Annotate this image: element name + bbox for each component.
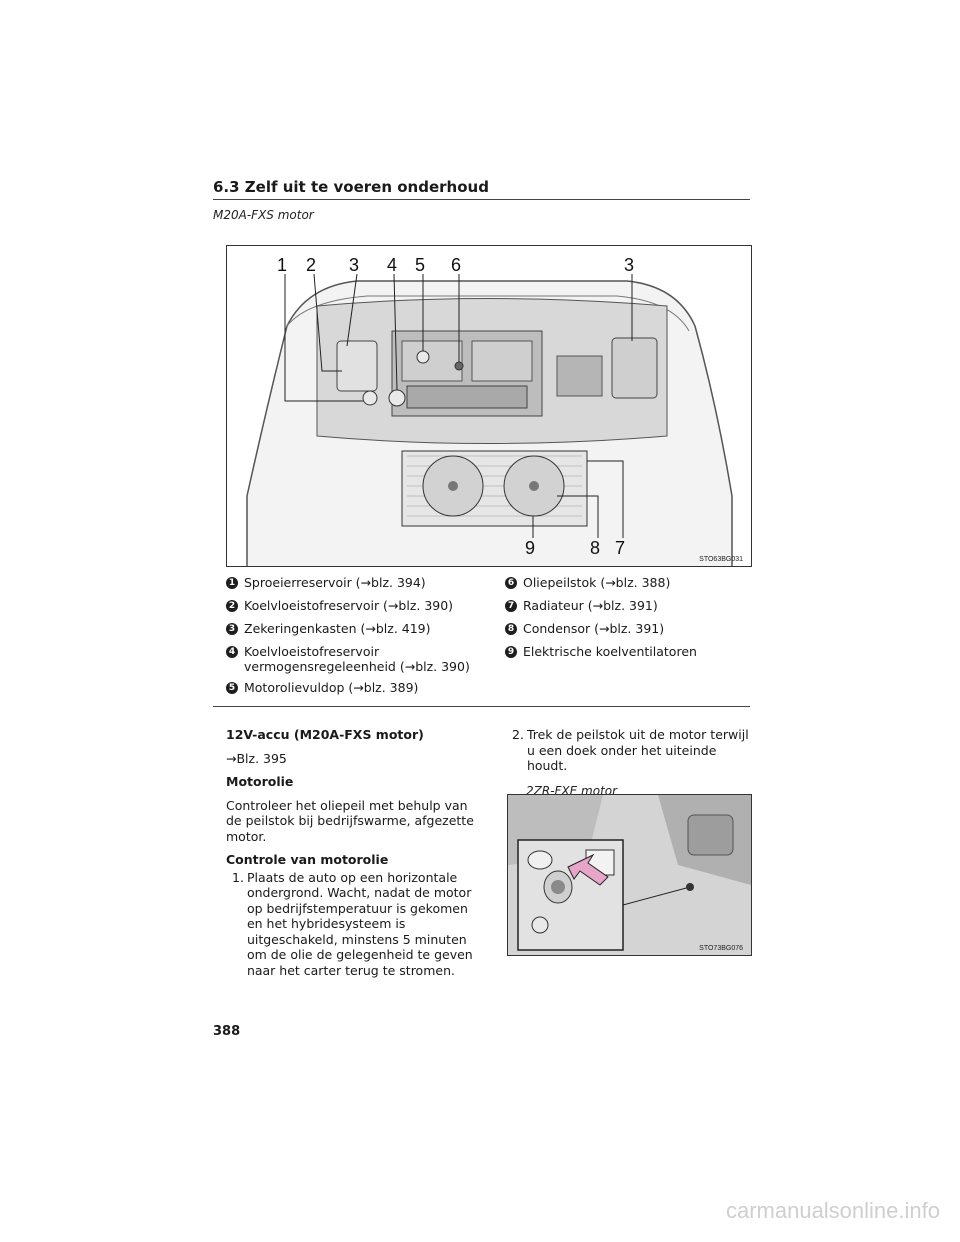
page-number: 388 [213,1024,241,1039]
legend-item-7: 7 Radiateur (→blz. 391) [505,598,750,613]
left-column: 12V-accu (M20A-FXS motor) →Blz. 395 Moto… [226,727,476,978]
battery-ref-link[interactable]: →Blz. 395 [226,750,287,766]
callout-4: 4 [387,255,397,275]
callout-8: 8 [590,538,600,558]
badge-icon: 8 [505,623,517,635]
legend-item-2: 2 Koelvloeistofreservoir (→blz. 390) [226,598,476,613]
badge-icon: 6 [505,577,517,589]
callout-2: 2 [306,255,316,275]
section-title: 6.3 Zelf uit te voeren onderhoud [213,178,489,196]
legend-right: 6 Oliepeilstok (→blz. 388) 7 Radiateur (… [505,575,750,659]
legend-left: 1 Sproeierreservoir (→blz. 394) 2 Koelvl… [226,575,476,695]
figure1-caption: M20A-FXS motor [213,208,314,222]
header-rule [213,199,750,200]
step-2: 2. Trek de peilstok uit de motor terwijl… [512,727,749,773]
dipstick-figure: STO73BG076 [507,794,752,956]
callout-7: 7 [615,538,625,558]
engine-bay-figure: 1 2 3 4 5 6 3 9 8 7 STO63BG031 [226,245,752,567]
oil-heading: Motorolie [226,774,294,789]
callout-9: 9 [525,538,535,558]
legend-item-5: 5 Motorolievuldop (→blz. 389) [226,680,476,695]
callout-3b: 3 [624,255,634,275]
badge-icon: 9 [505,646,517,658]
callout-5: 5 [415,255,425,275]
watermark: carmanualsonline.info [725,1198,940,1223]
callout-6: 6 [451,255,461,275]
oil-text: Controleer het oliepeil met behulp van d… [226,797,474,844]
callout-1: 1 [277,255,287,275]
figure2-code: STO73BG076 [699,945,743,952]
figure1-code: STO63BG031 [699,556,743,563]
legend-item-3: 3 Zekeringenkasten (→blz. 419) [226,621,476,636]
badge-icon: 7 [505,600,517,612]
badge-icon: 5 [226,682,238,694]
callout-3a: 3 [349,255,359,275]
check-heading: Controle van motorolie [226,852,389,867]
step-1: 1. Plaats de auto op een horizontale ond… [232,869,473,978]
battery-heading: 12V-accu (M20A-FXS motor) [226,727,424,742]
legend-item-1: 1 Sproeierreservoir (→blz. 394) [226,575,476,590]
legend-item-8: 8 Condensor (→blz. 391) [505,621,750,636]
badge-icon: 4 [226,646,238,658]
legend-rule [213,706,750,707]
legend-item-6: 6 Oliepeilstok (→blz. 388) [505,575,750,590]
legend-item-4: 4 Koelvloeistofreservoir vermogensregele… [226,644,476,674]
legend-item-9: 9 Elektrische koelventilatoren [505,644,750,659]
badge-icon: 2 [226,600,238,612]
badge-icon: 3 [226,623,238,635]
badge-icon: 1 [226,577,238,589]
right-column: 2. Trek de peilstok uit de motor terwijl… [512,727,752,798]
